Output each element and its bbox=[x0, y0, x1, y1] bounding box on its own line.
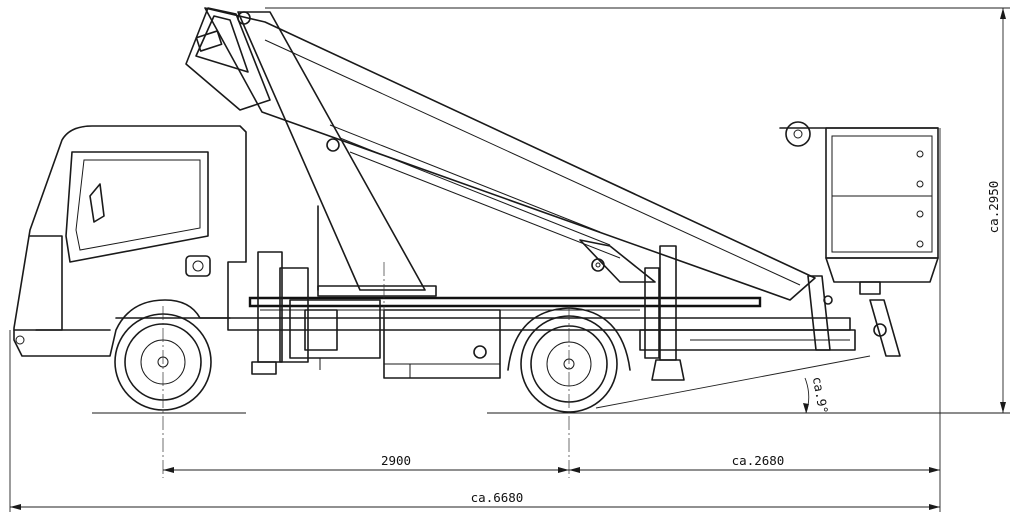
dimension-wheelbase: 2900 bbox=[163, 453, 569, 473]
rear-overhang-label: ca.2680 bbox=[732, 453, 785, 468]
truck-cab bbox=[13, 125, 247, 357]
ramp-angle-label: ca.9° bbox=[810, 375, 831, 415]
boom-assembly bbox=[185, 7, 816, 301]
total-length-label: ca.6680 bbox=[471, 490, 524, 505]
dimension-total-height: ca.2950 bbox=[986, 8, 1006, 413]
dimension-total-length: ca.6680 bbox=[10, 490, 940, 510]
dimension-rear-overhang: ca.2680 bbox=[569, 453, 940, 473]
wheelbase-label: 2900 bbox=[381, 453, 411, 468]
dimension-ramp-angle: ca.9° bbox=[595, 355, 871, 415]
reference-lines bbox=[9, 7, 1010, 512]
work-platform-basket bbox=[779, 121, 939, 295]
chassis bbox=[227, 245, 901, 381]
total-height-label: ca.2950 bbox=[986, 181, 1001, 234]
